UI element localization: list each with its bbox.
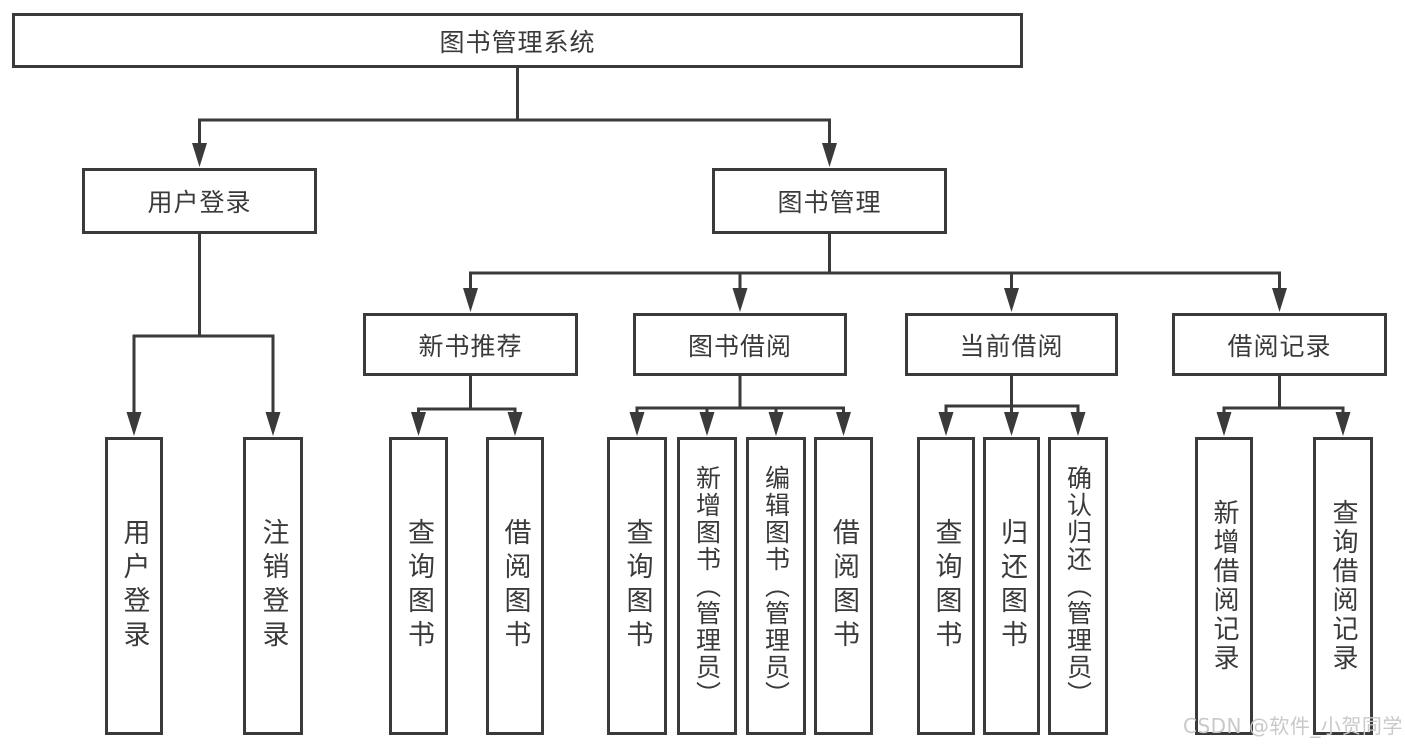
arrowhead-down-icon (1070, 412, 1086, 436)
leaf-edit-books-admin-label: 编辑图书（管理员） (761, 464, 791, 708)
node-new-book-recommend-label: 新书推荐 (418, 331, 523, 361)
connector-group-root (192, 68, 837, 167)
node-book-management-label: 图书管理 (777, 188, 882, 217)
node-current-borrowing: 当前借阅 (905, 313, 1118, 376)
connector-group-login (126, 234, 281, 436)
arrowhead-down-icon (265, 412, 281, 436)
node-borrowing-records: 借阅记录 (1172, 313, 1387, 376)
arrowhead-down-icon (836, 412, 851, 436)
leaf-logout-label: 注销登录 (257, 518, 289, 654)
arrowhead-down-icon (1216, 412, 1232, 436)
node-root-label: 图书管理系统 (439, 27, 596, 57)
leaf-confirm-return-admin: 确认归还（管理员） (1048, 437, 1108, 735)
connector-group-mgmt (463, 234, 1287, 312)
node-current-borrowing-label: 当前借阅 (959, 331, 1064, 361)
leaf-add-borrow-record: 新增借阅记录 (1195, 437, 1253, 735)
leaf-query-borrow-record: 查询借阅记录 (1313, 437, 1373, 735)
connector-group-borrow (629, 376, 851, 436)
leaf-borrow-books-recommend-label: 借阅图书 (499, 518, 531, 654)
arrowhead-down-icon (1004, 412, 1019, 436)
connector-group-current (938, 376, 1086, 436)
arrowhead-down-icon (629, 412, 645, 436)
leaf-return-books: 归还图书 (983, 437, 1040, 735)
arrowhead-down-icon (1272, 288, 1287, 312)
arrowhead-down-icon (822, 143, 837, 167)
leaf-query-books-current: 查询图书 (917, 437, 975, 735)
arrowhead-down-icon (411, 412, 426, 436)
leaf-logout: 注销登录 (243, 437, 303, 735)
leaf-edit-books-admin: 编辑图书（管理员） (746, 437, 806, 735)
leaf-query-borrow-record-label: 查询借阅记录 (1328, 499, 1358, 673)
leaf-return-books-label: 归还图书 (996, 518, 1027, 654)
leaf-confirm-return-admin-label: 确认归还（管理员） (1063, 464, 1093, 708)
arrowhead-down-icon (732, 288, 748, 312)
node-user-login: 用户登录 (82, 168, 317, 234)
leaf-borrow-books-recommend: 借阅图书 (486, 437, 544, 735)
leaf-add-books-admin: 新增图书（管理员） (677, 437, 737, 735)
arrowhead-down-icon (938, 412, 954, 436)
node-book-borrowing: 图书借阅 (633, 313, 847, 376)
leaf-user-login: 用户登录 (105, 437, 163, 735)
node-borrowing-records-label: 借阅记录 (1227, 331, 1332, 361)
node-user-login-label: 用户登录 (147, 188, 252, 217)
arrowhead-down-icon (507, 412, 523, 436)
arrowhead-down-icon (699, 412, 715, 436)
leaf-query-books-borrowing-label: 查询图书 (621, 518, 653, 654)
leaf-add-borrow-record-label: 新增借阅记录 (1209, 499, 1239, 673)
connector-group-records (1216, 376, 1351, 436)
arrowhead-down-icon (1004, 288, 1019, 312)
leaf-add-books-admin-label: 新增图书（管理员） (692, 464, 722, 708)
leaf-query-books-borrowing: 查询图书 (607, 437, 667, 735)
leaf-user-login-label: 用户登录 (118, 518, 150, 654)
arrowhead-down-icon (463, 288, 478, 312)
leaf-borrow-books-borrowing: 借阅图书 (814, 437, 873, 735)
node-new-book-recommend: 新书推荐 (363, 313, 578, 376)
node-book-borrowing-label: 图书借阅 (687, 331, 792, 361)
leaf-query-books-recommend: 查询图书 (389, 437, 448, 735)
leaf-borrow-books-borrowing-label: 借阅图书 (828, 518, 859, 654)
watermark-text: CSDN @软件_小贺同学 (1183, 714, 1403, 738)
arrowhead-down-icon (126, 412, 142, 436)
node-book-management: 图书管理 (712, 168, 947, 234)
arrowhead-down-icon (1335, 412, 1351, 436)
arrowhead-down-icon (192, 143, 207, 167)
arrowhead-down-icon (768, 412, 784, 436)
node-root: 图书管理系统 (12, 13, 1023, 68)
connector-group-rec (411, 376, 523, 436)
leaf-query-books-recommend-label: 查询图书 (403, 518, 434, 654)
leaf-query-books-current-label: 查询图书 (930, 518, 962, 654)
